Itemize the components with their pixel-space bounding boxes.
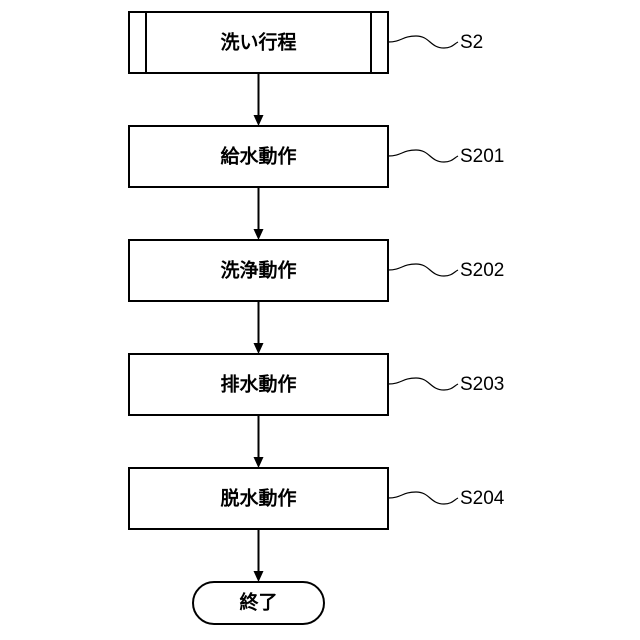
step-ref: S2 xyxy=(460,32,483,53)
flow-step-water-supply: 給水動作 S201 xyxy=(129,126,504,187)
step-label: 排水動作 xyxy=(220,373,296,396)
flow-step-draining: 排水動作 S203 xyxy=(129,354,504,415)
flow-terminal-end: 終了 xyxy=(193,582,324,624)
step-label: 脱水動作 xyxy=(220,487,296,510)
step-ref: S203 xyxy=(460,374,504,395)
connector-arrow xyxy=(254,529,264,582)
step-ref: S202 xyxy=(460,260,504,281)
flow-step-spin-dry: 脱水動作 S204 xyxy=(129,468,505,529)
step-ref: S201 xyxy=(460,146,504,167)
step-ref: S204 xyxy=(460,488,505,509)
step-label: 洗い行程 xyxy=(220,31,296,54)
connector-arrow xyxy=(254,73,264,126)
flow-step-wash-cycle: 洗い行程 S2 xyxy=(129,12,483,73)
leader-line xyxy=(388,36,458,48)
leader-line xyxy=(388,150,458,162)
connector-arrow xyxy=(254,301,264,354)
connector-arrow xyxy=(254,415,264,468)
flow-step-washing: 洗浄動作 S202 xyxy=(129,240,504,301)
connector-arrow xyxy=(254,187,264,240)
step-label: 洗浄動作 xyxy=(220,259,296,282)
leader-line xyxy=(388,378,458,390)
step-label: 給水動作 xyxy=(220,145,296,168)
terminal-label: 終了 xyxy=(239,591,277,614)
leader-line xyxy=(388,492,458,504)
leader-line xyxy=(388,264,458,276)
